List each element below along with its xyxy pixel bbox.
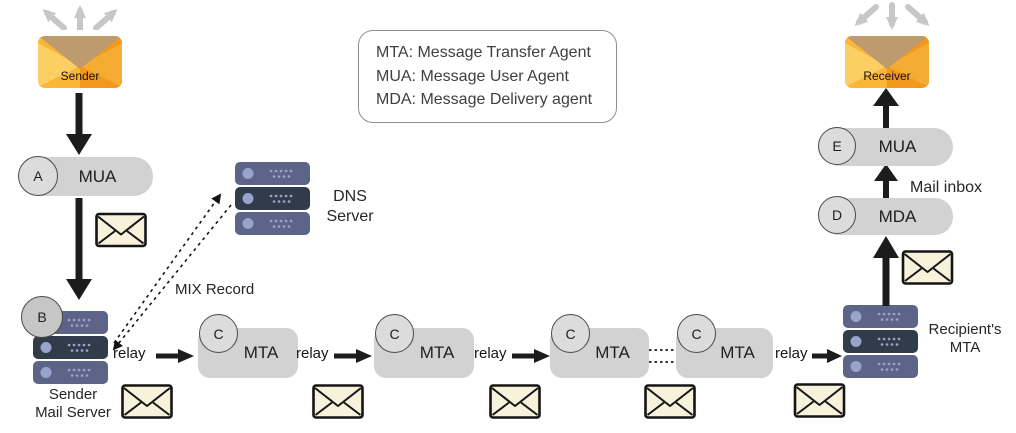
step-badge-c2: C <box>375 314 414 353</box>
sender-envelope-icon: Sender <box>38 36 122 88</box>
mail-message-icon <box>95 212 147 248</box>
recipients-mta-server-icon <box>843 305 918 378</box>
relay-label-2: relay <box>296 345 329 362</box>
arrow-up-icon <box>873 236 899 306</box>
mail-message-icon <box>793 383 846 418</box>
receiver-envelope-icon: Receiver <box>845 36 929 88</box>
arrow-right-icon <box>334 349 372 363</box>
mta-node-label: MTA <box>720 343 755 362</box>
ellipsis-connector <box>649 349 676 363</box>
mail-inbox-label: Mail inbox <box>910 179 983 196</box>
mail-message-icon <box>312 384 364 419</box>
step-badge-b: B <box>21 296 63 338</box>
sender-label: Sender <box>60 69 100 83</box>
legend-line-mua: MUA: Message User Agent <box>376 67 569 85</box>
step-badge-d: D <box>818 196 856 234</box>
mail-message-icon <box>121 384 173 419</box>
step-badge-e: E <box>818 127 856 165</box>
step-badge-a: A <box>18 156 58 196</box>
envelope-orange-icon <box>845 36 929 88</box>
dns-server-label: DNS Server <box>326 188 374 225</box>
broadcast-arrows-icon <box>42 5 118 30</box>
mta-node-label: MTA <box>243 343 279 362</box>
mta-node-label: MTA <box>595 343 630 362</box>
mix-record-label: MIX Record <box>175 281 255 298</box>
arrow-right-icon <box>156 349 194 363</box>
arrow-down-icon <box>66 198 92 300</box>
dns-server-icon <box>235 162 310 235</box>
step-badge-c4: C <box>677 314 716 353</box>
mail-message-icon <box>489 384 541 419</box>
sender-mail-server-label: Sender Mail Server <box>35 386 111 422</box>
recipients-mta-label: Recipient's MTA <box>928 321 1002 357</box>
broadcast-arrows-icon <box>854 2 930 30</box>
envelope-orange-icon <box>38 36 122 88</box>
mail-message-icon <box>644 384 696 419</box>
arrow-up-icon <box>873 88 899 128</box>
relay-label-4: relay <box>775 345 808 362</box>
step-badge-c1: C <box>199 314 238 353</box>
relay-label-1: relay <box>113 345 146 362</box>
arrow-down-icon <box>66 93 92 155</box>
legend-line-mda: MDA: Message Delivery agent <box>376 91 593 108</box>
arrow-right-icon <box>512 349 550 363</box>
step-badge-c3: C <box>551 314 590 353</box>
receiver-label: Receiver <box>863 69 911 83</box>
arrow-right-icon <box>812 349 842 363</box>
mta-node-label: MTA <box>419 343 455 362</box>
mail-message-icon <box>901 250 954 285</box>
legend-box: MTA: Message Transfer Agent MUA: Message… <box>358 30 617 123</box>
mua-node-label: MUA <box>78 166 117 186</box>
arrow-up-icon <box>874 164 898 198</box>
relay-label-3: relay <box>474 345 507 362</box>
dns-query-arrows <box>112 193 232 351</box>
mua-node-label: MUA <box>878 137 917 156</box>
legend-line-mta: MTA: Message Transfer Agent <box>376 44 591 61</box>
mda-node-label: MDA <box>878 206 917 226</box>
